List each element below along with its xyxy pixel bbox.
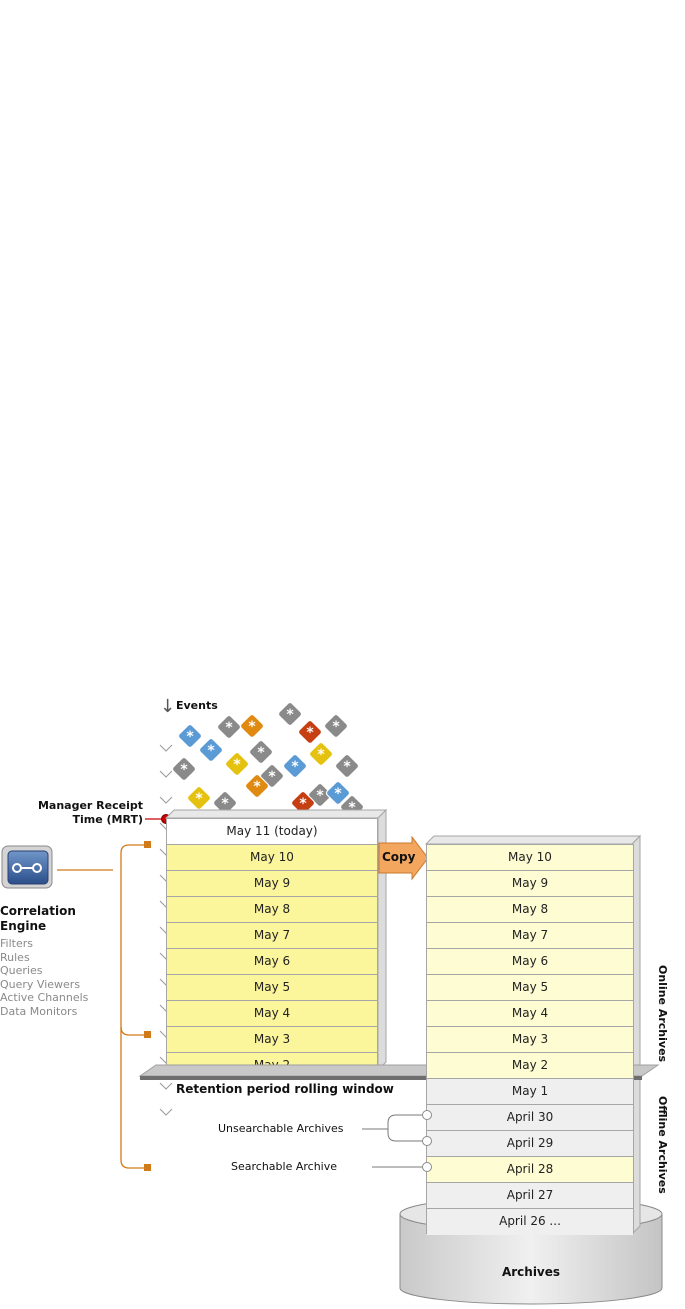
event-icon	[308, 741, 333, 766]
unsearchable-label: Unsearchable Archives	[218, 1122, 344, 1135]
left-stack: May 11 (today) May 10 May 9 May 8 May 7 …	[166, 818, 378, 1070]
archive-connectors	[360, 1108, 436, 1180]
searchable-cell: April 28	[427, 1157, 633, 1183]
event-icon	[239, 713, 264, 738]
archive-cell: May 7	[427, 923, 633, 949]
orange-bracket	[55, 838, 155, 1176]
day-cell: May 6	[167, 949, 377, 975]
event-icons: *	[150, 700, 380, 820]
retention-label: Retention period rolling window	[176, 1082, 394, 1096]
copy-label: Copy	[382, 850, 415, 864]
event-icon	[186, 785, 211, 810]
event-icon	[224, 751, 249, 776]
correlation-engine-icon	[0, 843, 58, 893]
offline-archives-label: Offline Archives	[655, 1090, 669, 1200]
offline-cell: April 29	[427, 1131, 633, 1157]
event-icon	[198, 737, 223, 762]
event-icon	[323, 713, 348, 738]
event-icon	[177, 723, 202, 748]
archive-cell: May 4	[427, 1001, 633, 1027]
day-cell: May 8	[167, 897, 377, 923]
offline-cell: April 26 ...	[427, 1209, 633, 1235]
offline-cell: May 1	[427, 1079, 633, 1105]
archive-cell: May 10	[427, 845, 633, 871]
day-cell: May 10	[167, 845, 377, 871]
day-cell: May 7	[167, 923, 377, 949]
archives-label: Archives	[395, 1265, 667, 1279]
archive-cell: May 8	[427, 897, 633, 923]
event-icon	[282, 753, 307, 778]
day-cell: May 9	[167, 871, 377, 897]
archive-cell: May 5	[427, 975, 633, 1001]
day-cell: May 4	[167, 1001, 377, 1027]
online-archives-label: Online Archives	[655, 954, 669, 1074]
event-icon	[297, 719, 322, 744]
event-icon	[216, 714, 241, 739]
offline-cell: April 30	[427, 1105, 633, 1131]
mrt-label: Manager Receipt Time (MRT)	[20, 799, 143, 827]
archive-cell: May 6	[427, 949, 633, 975]
day-cell: May 5	[167, 975, 377, 1001]
archive-cell: May 2	[427, 1053, 633, 1079]
archive-cell: May 9	[427, 871, 633, 897]
event-icon	[334, 753, 359, 778]
searchable-label: Searchable Archive	[231, 1160, 337, 1173]
event-icon	[277, 701, 302, 726]
offline-cell: April 27	[427, 1183, 633, 1209]
day-cell: May 3	[167, 1027, 377, 1053]
right-stack: May 10 May 9 May 8 May 7 May 6 May 5 May…	[426, 844, 634, 1234]
day-today: May 11 (today)	[167, 819, 377, 845]
event-icon	[248, 739, 273, 764]
archive-cell: May 3	[427, 1027, 633, 1053]
